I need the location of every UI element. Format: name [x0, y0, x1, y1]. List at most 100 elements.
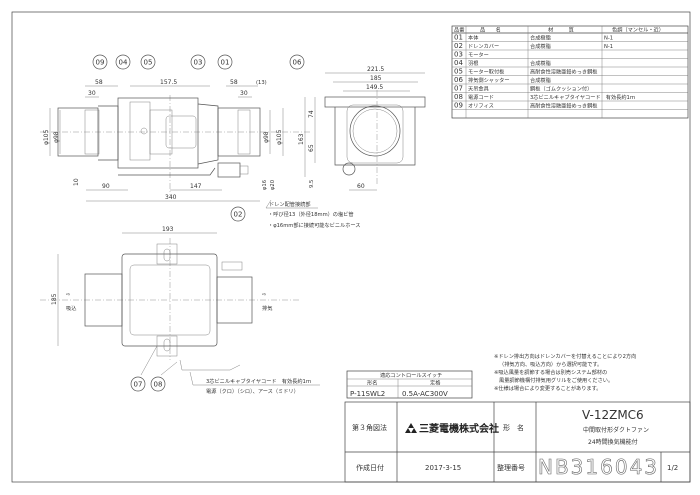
dim-340: 340 — [165, 194, 177, 201]
part-material: 鋼板（ゴムクッション付） — [530, 85, 592, 93]
model-desc-2: 24時間換気機能付 — [588, 438, 638, 446]
switch-rating: 0.5A-AC300V — [402, 390, 448, 398]
switch-header-model: 形名 — [367, 379, 377, 387]
parts-table-row: 09 オリフィス 高耐食性溶融亜鉛めっき鋼板 — [454, 102, 598, 110]
part-material: 合成樹脂 — [530, 76, 551, 84]
parts-table-row: 07 天吊金具 鋼板（ゴムクッション付） — [454, 85, 592, 93]
part-balloon: 08 — [150, 376, 166, 392]
dim-58-right: 58 — [230, 79, 238, 86]
dim-30-right: 30 — [240, 90, 248, 97]
creation-date: 2017-3-15 — [425, 464, 461, 472]
intake-label: 吸込 — [66, 304, 76, 312]
switch-header-rating: 定格 — [430, 379, 441, 387]
dim-30-left: 30 — [88, 90, 96, 97]
dim-phi20: φ20 — [270, 180, 276, 190]
cord-label: 3芯ビニルキャブタイヤコード 有効長約1ｍ — [206, 377, 311, 385]
dim-193: 193 — [162, 226, 174, 233]
part-number: 08 — [454, 93, 463, 101]
part-balloon: 04 — [115, 54, 131, 70]
parts-header-name: 品 名 — [480, 26, 501, 34]
part-balloon: 02 — [230, 206, 246, 222]
part-material: 高耐食性溶融亜鉛めっき鋼板 — [530, 102, 598, 110]
document-number: NB316043 — [538, 455, 659, 479]
part-balloon: 06 — [289, 54, 305, 70]
dim-74: 74 — [308, 110, 315, 118]
dim-65: 65 — [308, 144, 315, 152]
company-name: 三菱電機株式会社 — [419, 422, 499, 435]
parts-table-row: 08 電源コード 3芯ビニルキャブタイヤコード 有効長約1ｍ — [454, 93, 635, 101]
model-number: V-12ZMC6 — [582, 408, 644, 422]
parts-table-row: 06 排気側シャッター 合成樹脂 — [454, 76, 551, 84]
dim-221: 221.5 — [367, 66, 384, 73]
balloon-label: 02 — [234, 211, 243, 219]
dim-phi98-right: φ98 — [263, 131, 270, 143]
dim-58-left: 58 — [95, 79, 103, 86]
part-name: 排気側シャッター — [468, 76, 510, 84]
note-1: ※ドレン排出方向はドレンカバーを付替えることにより2方向 — [494, 352, 636, 360]
balloon-label: 05 — [144, 59, 153, 67]
drain-note-2: ・φ16mm部に接続可能なビニルホース — [268, 221, 361, 229]
part-name: 本体 — [468, 34, 479, 42]
exhaust-label: 排気 — [262, 304, 272, 312]
end-view: 221.5 185 149.5 163 74 65 9.5 60 — [298, 66, 426, 191]
balloon-label: 03 — [194, 59, 203, 67]
part-material: 高耐食性溶融亜鉛めっき鋼板 — [530, 68, 598, 76]
part-name: モーター — [468, 51, 489, 59]
drain-note-1: ・呼び径13（外径18mm）の塩ビ管 — [268, 210, 354, 218]
part-balloon: 07 — [130, 376, 146, 392]
part-material: 3芯ビニルキャブタイヤコード 有効長約1ｍ — [530, 93, 635, 101]
parts-header-color: 色調（マンセル・近） — [612, 26, 664, 34]
part-number: 07 — [454, 85, 463, 93]
balloon-label: 01 — [221, 59, 230, 67]
title-block: 第３角図法 三菱電機株式会社 形 名 V-12ZMC6 中間取付形ダクトファン … — [344, 401, 691, 483]
exhaust-arrow-icon: ⇨ — [262, 292, 267, 298]
part-name: 電源コード — [468, 93, 494, 101]
dim-149: 149.5 — [366, 84, 383, 91]
note-3: ※吸込風量を調節する場合は別売システム部材の — [494, 368, 607, 376]
part-number: 09 — [454, 102, 463, 110]
notes: ※ドレン排出方向はドレンカバーを付替えることにより2方向 （排気方向、吸込方向）… — [494, 352, 636, 392]
dim-163: 163 — [298, 133, 305, 145]
date-label: 作成日付 — [356, 463, 384, 472]
projection-method: 第３角図法 — [352, 423, 387, 432]
switch-table: 適応コントロールスイッチ 形名 定格 P-11SWL2 0.5A-AC300V — [346, 370, 473, 399]
part-material: 合成樹脂 — [530, 59, 551, 67]
intake-arrow-icon: ⇨ — [66, 292, 71, 298]
balloon-label: 08 — [154, 381, 163, 389]
cord-sub-label: 電源（クロ）（シロ）、アース（ミドリ） — [206, 387, 299, 395]
part-color: N-1 — [604, 44, 613, 50]
part-name: ドレンカバー — [468, 43, 499, 50]
note-5: ※仕様は場合により変更することがあります。 — [494, 384, 601, 392]
number-label: 整理番号 — [497, 463, 525, 472]
dim-185: 185 — [370, 75, 382, 82]
part-name: オリフィス — [468, 103, 494, 110]
part-number: 02 — [454, 42, 463, 50]
parts-header-material: 材 質 — [548, 26, 574, 34]
dim-90: 90 — [102, 183, 110, 190]
part-name: 羽根 — [468, 59, 478, 67]
balloon-label: 04 — [119, 59, 128, 67]
dim-phi98-left: φ98 — [53, 131, 60, 143]
part-material: 合成樹脂 — [530, 34, 551, 42]
part-material: 合成樹脂 — [530, 42, 551, 50]
parts-header-no: 品番 — [454, 27, 465, 34]
dim-147: 147 — [190, 183, 202, 190]
balloon-label: 09 — [96, 59, 105, 67]
switch-table-title: 適応コントロールスイッチ — [380, 371, 442, 379]
dim-phi105-right: φ105 — [276, 129, 283, 145]
mitsubishi-logo — [405, 423, 417, 433]
model-label: 形 名 — [503, 423, 524, 432]
part-name: 天吊金具 — [468, 85, 489, 93]
part-number: 05 — [454, 68, 463, 76]
part-balloon: 09 — [92, 54, 108, 70]
dim-phi105-left: φ105 — [43, 129, 50, 145]
switch-model: P-11SWL2 — [350, 390, 385, 398]
side-view: 58 30 157.5 58 30 (13) φ105 φ98 φ98 φ105… — [40, 54, 361, 229]
part-number: 06 — [454, 76, 463, 84]
part-balloon: 05 — [140, 54, 156, 70]
